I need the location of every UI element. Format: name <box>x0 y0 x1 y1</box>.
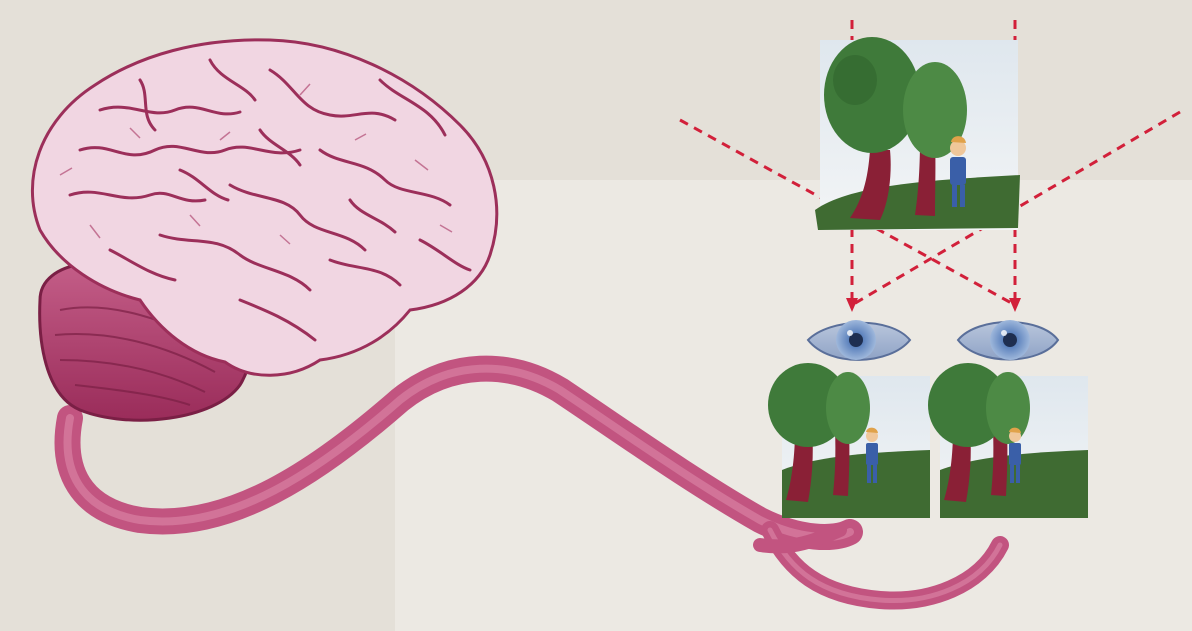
scene-picture <box>815 37 1020 230</box>
right-eye-view <box>928 363 1088 518</box>
left-eye <box>808 320 910 360</box>
right-eye <box>958 320 1058 360</box>
left-eye-view <box>768 363 930 518</box>
